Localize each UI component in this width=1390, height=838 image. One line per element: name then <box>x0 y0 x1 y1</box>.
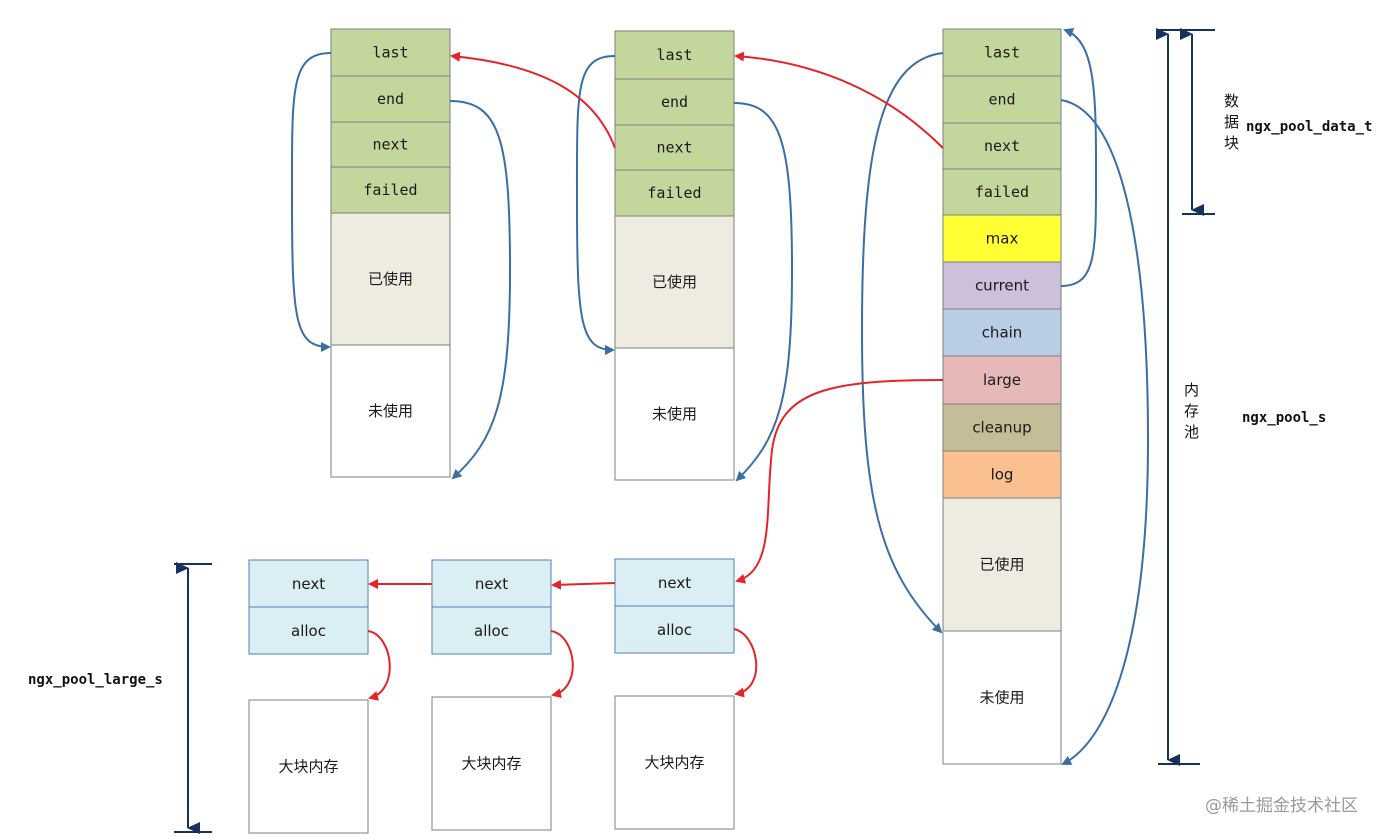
pool-2-cell-6 <box>614 347 735 481</box>
blue-arrow-5 <box>860 52 944 634</box>
blue-arrow-2 <box>449 100 512 480</box>
pool-2-cell-label-4: failed <box>647 184 701 202</box>
pool-2-cell-label-2: end <box>661 93 688 111</box>
data-block-bracket: 数 据 块 ngx_pool_data_t <box>1180 28 1372 216</box>
blue-arrow-7 <box>1060 28 1098 287</box>
pool-3-cell-12 <box>942 630 1062 765</box>
pool-1-cell-label-3: next <box>372 136 408 154</box>
pool-1-cell-label-4: failed <box>363 181 417 199</box>
pool-2-cell-5 <box>614 215 735 349</box>
large-label: ngx_pool_large_s <box>28 672 163 688</box>
pool-3-cell-label-8: large <box>983 371 1021 389</box>
red-arrow-14 <box>550 630 574 699</box>
pool-3-cell-label-7: chain <box>982 324 1023 342</box>
pool-3-cell-label-4: failed <box>975 183 1029 201</box>
pool-3-cell-label-9: cleanup <box>972 419 1031 437</box>
large-1-next-label: next <box>292 575 325 593</box>
pool-1-cell-4 <box>330 166 451 214</box>
red-arrow-15 <box>733 628 758 698</box>
pool-3-cell-4 <box>942 168 1062 216</box>
pool-cn-char-1: 内 <box>1184 381 1199 399</box>
large-2-alloc-cell <box>431 606 552 655</box>
pool-3-cell-label-6: current <box>975 277 1029 295</box>
large-3-memory-label: 大块内存 <box>644 754 704 772</box>
pool-3-cell-7 <box>942 308 1062 357</box>
large-block-1: next alloc 大块内存 <box>248 559 369 834</box>
pool-2-cell-2 <box>614 78 735 126</box>
data-block-cn-char-1: 数 <box>1224 92 1239 110</box>
pool-3-cell-3 <box>942 122 1062 170</box>
blue-arrow-4 <box>733 102 794 482</box>
blue-arrow-3 <box>575 55 616 355</box>
pool-3-cell-6 <box>942 261 1062 310</box>
pool-3-cell-label-1: last <box>984 44 1020 62</box>
pool-1-cell-3 <box>330 121 451 168</box>
pool-1-cell-label-6: 未使用 <box>368 402 413 420</box>
large-3-next-label: next <box>658 574 691 592</box>
pool-3-cell-9 <box>942 403 1062 452</box>
pool-3-cell-label-12: 未使用 <box>979 689 1024 707</box>
red-arrow-11 <box>551 579 616 590</box>
red-arrow-13 <box>367 630 391 701</box>
large-2-next-cell <box>431 559 552 608</box>
pool-column-3: last end next failed max current chain large cle… <box>942 28 1062 765</box>
pool-3-cell-10 <box>942 450 1062 499</box>
pool-2-cell-label-6: 未使用 <box>652 405 697 423</box>
pool-2-cell-label-1: last <box>656 46 692 64</box>
pool-2-cell-label-5: 已使用 <box>652 273 697 291</box>
blue-arrow-1 <box>290 52 332 352</box>
large-2-memory-cell <box>431 696 552 831</box>
large-2-alloc-label: alloc <box>474 622 509 640</box>
large-1-alloc-label: alloc <box>291 622 326 640</box>
data-block-cn-char-2: 据 <box>1224 113 1239 131</box>
pool-1-cell-label-2: end <box>377 90 404 108</box>
pool-3-cell-label-11: 已使用 <box>979 556 1024 574</box>
large-1-memory-label: 大块内存 <box>278 758 338 776</box>
large-2-next-label: next <box>475 575 508 593</box>
pool-1-cell-2 <box>330 75 451 123</box>
red-arrow-8 <box>450 51 616 149</box>
red-arrow-10 <box>735 379 944 584</box>
large-1-alloc-cell <box>248 606 369 655</box>
pool-3-cell-label-3: next <box>984 137 1020 155</box>
pool-2-cell-4 <box>614 169 735 217</box>
large-3-alloc-label: alloc <box>657 621 692 639</box>
large-block-2: next alloc 大块内存 <box>431 559 552 831</box>
pool-3-cell-8 <box>942 355 1062 405</box>
pool-3-cell-label-10: log <box>991 466 1014 484</box>
pool-bracket: 内 存 池 ngx_pool_s <box>1156 28 1326 766</box>
large-3-next-cell <box>614 558 735 607</box>
pool-3-cell-5 <box>942 214 1062 263</box>
pool-1-cell-1 <box>330 28 451 77</box>
data-block-label: ngx_pool_data_t <box>1246 119 1372 135</box>
pool-3-cell-label-5: max <box>986 230 1019 248</box>
watermark: @稀土掘金技术社区 <box>1205 796 1358 816</box>
large-3-memory-cell <box>614 695 735 830</box>
pool-1-cell-5 <box>330 212 451 346</box>
pool-label: ngx_pool_s <box>1242 410 1326 426</box>
pool-3-cell-label-2: end <box>988 91 1015 109</box>
pool-2-cell-label-3: next <box>656 139 692 157</box>
large-1-memory-cell <box>248 699 369 834</box>
large-block-3: next alloc 大块内存 <box>614 558 735 830</box>
large-bracket: ngx_pool_large_s <box>28 562 212 834</box>
data-block-cn-char-3: 块 <box>1224 134 1239 152</box>
pool-1-cell-label-1: last <box>372 44 408 62</box>
pool-3-cell-2 <box>942 75 1062 124</box>
large-2-memory-label: 大块内存 <box>461 755 521 773</box>
pool-cn-char-2: 存 <box>1184 402 1199 420</box>
pool-1-cell-label-5: 已使用 <box>368 270 413 288</box>
pool-1-cell-6 <box>330 344 451 478</box>
pool-3-cell-11 <box>942 497 1062 632</box>
pool-cn-char-3: 池 <box>1184 423 1199 441</box>
red-arrow-9 <box>734 51 944 149</box>
blue-arrow-6 <box>1060 99 1150 765</box>
large-1-next-cell <box>248 559 369 608</box>
